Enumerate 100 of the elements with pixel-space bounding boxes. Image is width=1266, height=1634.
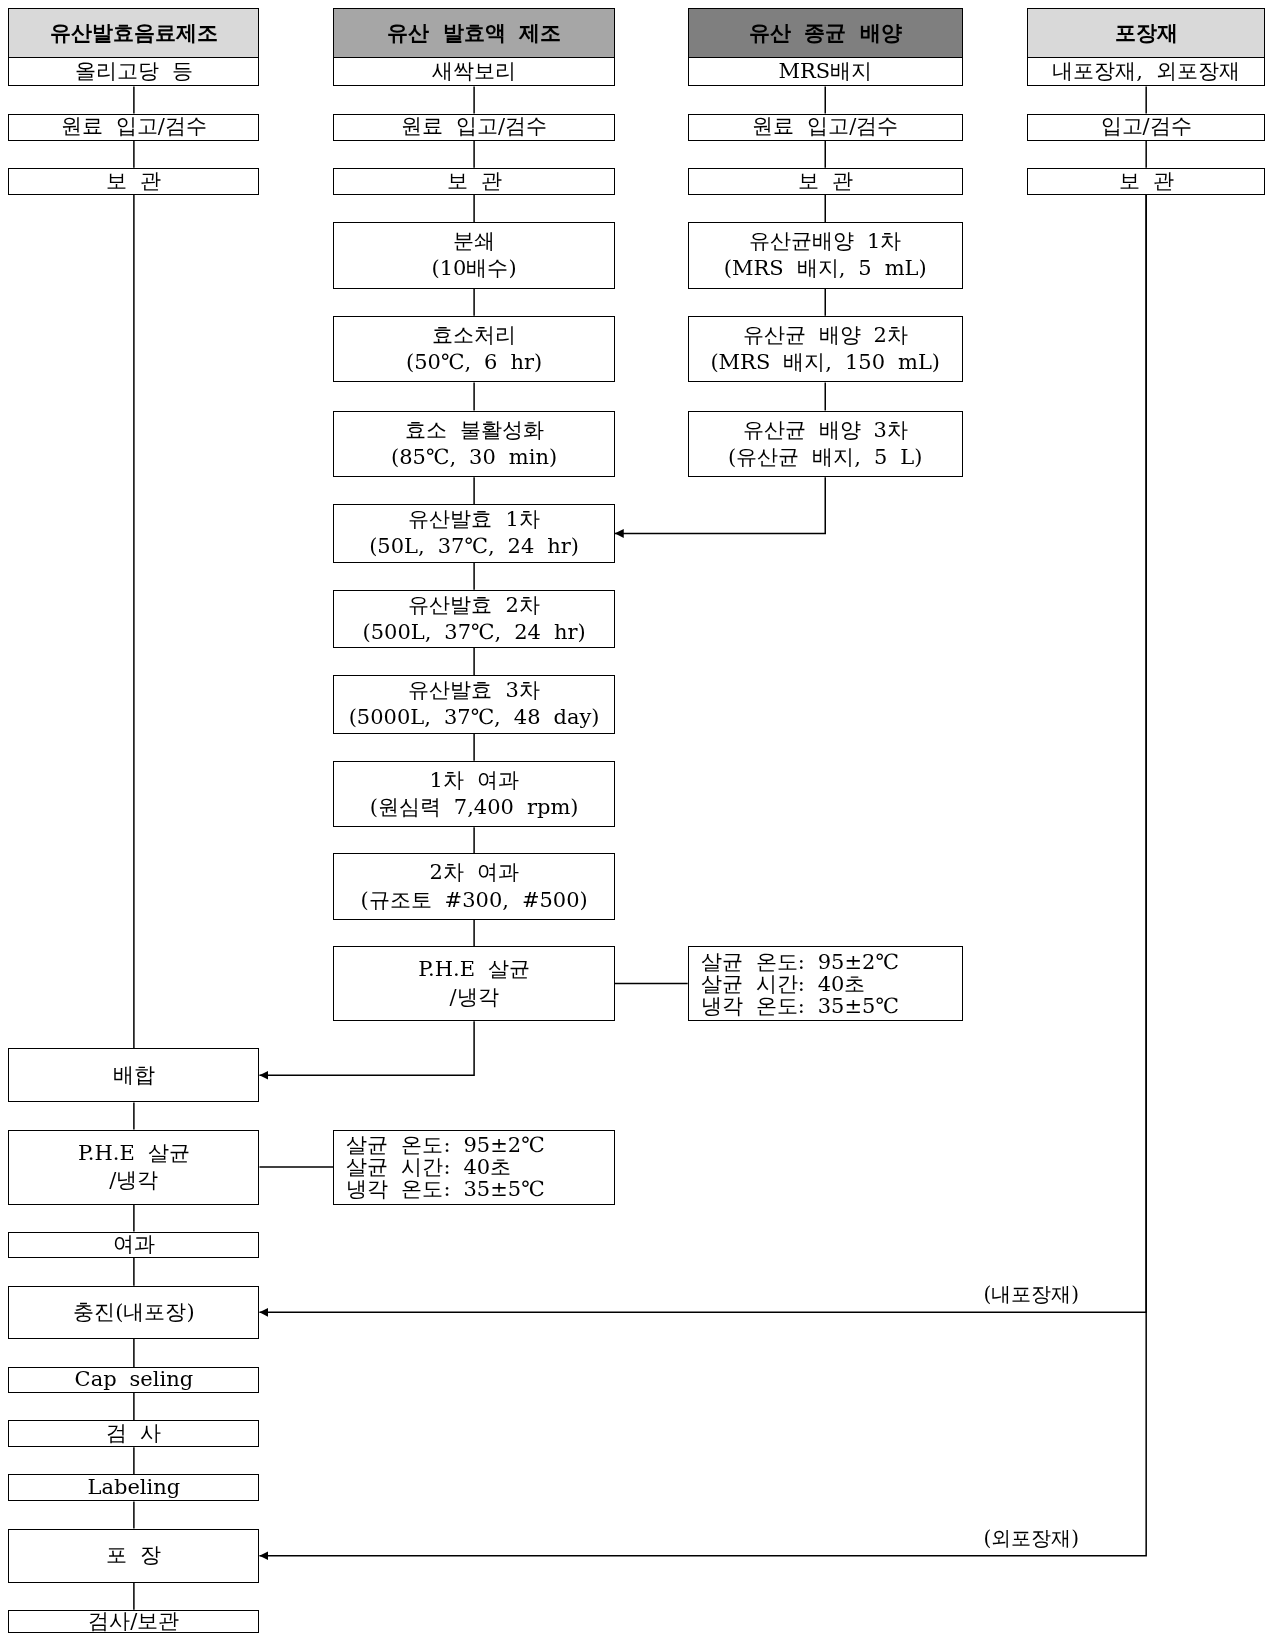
connector-line bbox=[824, 139, 826, 169]
connector-line bbox=[133, 1101, 135, 1131]
process-box bbox=[8, 1609, 260, 1633]
connector-line bbox=[1145, 85, 1147, 115]
connector-line bbox=[133, 139, 135, 169]
column-header: 포장재 bbox=[1028, 9, 1264, 59]
condition-text: 살균 시간: 40초 bbox=[700, 972, 866, 995]
process-box bbox=[333, 853, 615, 921]
connector-line bbox=[824, 287, 826, 317]
arrow bbox=[614, 476, 826, 538]
step-label: 입고/검수 bbox=[1100, 113, 1192, 141]
step-label: (규조토 #300, #500) bbox=[360, 886, 588, 914]
step-label: /냉각 bbox=[109, 1167, 159, 1194]
step-label: (85℃, 30 min) bbox=[391, 443, 558, 471]
process-box bbox=[333, 589, 615, 649]
step-label: 검사/보관 bbox=[88, 1607, 180, 1634]
condition-text: 살균 온도: 95±2℃ bbox=[700, 950, 899, 973]
note-box bbox=[687, 946, 963, 1022]
connector-line bbox=[473, 381, 475, 412]
process-box bbox=[333, 675, 615, 734]
step-label: (50L, 37℃, 24 hr) bbox=[369, 533, 579, 561]
step-label: 보 관 bbox=[106, 167, 162, 195]
step-label: (10배수) bbox=[431, 255, 517, 283]
process-box bbox=[687, 315, 963, 383]
connector-line bbox=[614, 982, 689, 985]
process-box bbox=[687, 113, 963, 141]
step-label: 검 사 bbox=[106, 1420, 162, 1448]
step-label: 유산균 배양 3차 bbox=[742, 416, 908, 444]
step-label: Cap seling bbox=[74, 1366, 194, 1394]
connector-line bbox=[473, 287, 475, 317]
condition-text: 냉각 온도: 35±5℃ bbox=[700, 994, 899, 1017]
step-label: 보 관 bbox=[1118, 167, 1174, 195]
connector-line bbox=[824, 194, 826, 223]
arrow bbox=[258, 1020, 475, 1080]
condition-text: 살균 온도: 95±2℃ bbox=[346, 1133, 545, 1156]
column-subtitle: 내포장재, 외포장재 bbox=[1051, 58, 1241, 86]
condition-text: 살균 시간: 40초 bbox=[346, 1156, 512, 1179]
process-box bbox=[8, 113, 260, 141]
connector-line bbox=[258, 1166, 335, 1168]
process-box bbox=[333, 221, 615, 289]
step-label: 배합 bbox=[112, 1061, 155, 1089]
process-box bbox=[333, 946, 615, 1022]
connector-line bbox=[473, 85, 475, 115]
step-label: (유산균 배지, 5 L) bbox=[728, 443, 923, 471]
column-subtitle: MRS배지 bbox=[777, 58, 874, 86]
step-label: 유산발효 1차 bbox=[408, 506, 540, 534]
connector-line bbox=[824, 381, 826, 412]
arrow bbox=[258, 194, 1147, 1561]
connector-line bbox=[473, 732, 475, 762]
step-label: (5000L, 37℃, 48 day) bbox=[348, 704, 600, 732]
connector-line bbox=[133, 1338, 135, 1368]
step-label: P.H.E 살균 bbox=[418, 956, 530, 984]
connector-line bbox=[133, 1256, 135, 1287]
column-subtitle: 올리고당 등 bbox=[73, 58, 194, 86]
process-box bbox=[1027, 113, 1265, 141]
process-box bbox=[333, 113, 615, 141]
step-label: (500L, 37℃, 24 hr) bbox=[362, 618, 586, 646]
process-box bbox=[8, 167, 260, 195]
step-label: P.H.E 살균 bbox=[77, 1139, 190, 1167]
step-label: 포 장 bbox=[106, 1542, 162, 1569]
step-label: (50℃, 6 hr) bbox=[406, 349, 543, 377]
connector-line bbox=[473, 647, 475, 676]
connector-line bbox=[473, 919, 475, 947]
step-label: 유산발효 3차 bbox=[408, 677, 540, 705]
process-box bbox=[8, 1285, 260, 1339]
connector-line bbox=[133, 1500, 135, 1530]
step-label: 원료 입고/검수 bbox=[752, 113, 899, 141]
step-label: 1차 여과 bbox=[429, 766, 519, 794]
column-header-box bbox=[687, 8, 963, 87]
step-label: 유산발효 2차 bbox=[408, 591, 540, 619]
process-box bbox=[687, 221, 963, 289]
step-label: 2차 여과 bbox=[429, 859, 519, 887]
connector-line bbox=[133, 85, 135, 115]
step-label: 충진(내포장) bbox=[73, 1298, 195, 1326]
process-box bbox=[8, 1231, 260, 1258]
process-box bbox=[1027, 167, 1265, 195]
step-label: /냉각 bbox=[449, 983, 499, 1011]
connector-line bbox=[133, 1392, 135, 1421]
process-box bbox=[8, 1048, 260, 1103]
connector-line bbox=[1145, 139, 1147, 169]
connector-line bbox=[473, 139, 475, 169]
connector-line bbox=[824, 85, 826, 115]
process-box bbox=[687, 410, 963, 478]
process-box bbox=[333, 504, 615, 563]
column-header-box bbox=[1027, 8, 1265, 87]
step-label: (MRS 배지, 5 mL) bbox=[723, 255, 927, 283]
step-label: 효소처리 bbox=[432, 321, 517, 349]
process-box bbox=[333, 410, 615, 478]
process-box bbox=[333, 167, 615, 195]
connector-line bbox=[133, 1582, 135, 1611]
step-label: (MRS 배지, 150 mL) bbox=[710, 349, 941, 377]
connector-line bbox=[133, 1446, 135, 1476]
connector-line bbox=[473, 476, 475, 506]
step-label: (원심력 7,400 rpm) bbox=[369, 793, 579, 821]
step-label: 보 관 bbox=[797, 167, 853, 195]
process-box bbox=[8, 1129, 260, 1205]
process-box bbox=[8, 1367, 260, 1394]
step-label: 원료 입고/검수 bbox=[401, 113, 548, 141]
column-header: 유산 발효액 제조 bbox=[334, 9, 614, 59]
process-box bbox=[8, 1474, 260, 1502]
